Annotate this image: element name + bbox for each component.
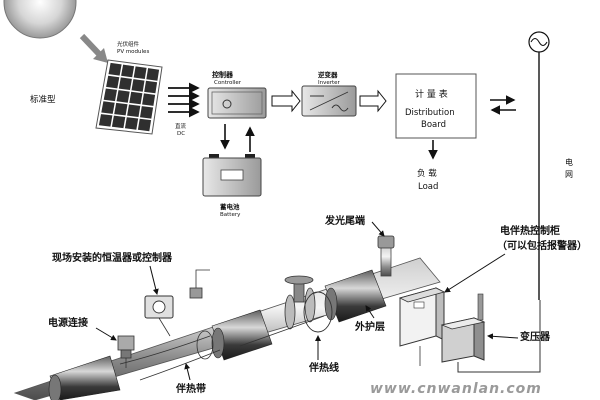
meter-grid-arrows bbox=[490, 95, 516, 115]
pv-cell bbox=[142, 93, 156, 106]
pv-cell bbox=[118, 77, 132, 90]
controller-battery-arrows bbox=[220, 124, 255, 152]
meter-label-cn: 计 量 表 bbox=[415, 88, 448, 100]
standard-type-label: 标准型 bbox=[30, 94, 56, 105]
grid-label-line2: 网 bbox=[565, 170, 573, 179]
pv-cell bbox=[98, 114, 113, 127]
heat-tape-label: 伴热带 bbox=[175, 382, 206, 395]
pv-cell bbox=[116, 90, 130, 103]
ac-sine-icon bbox=[528, 31, 550, 53]
power-connection-label: 电源连接 bbox=[48, 316, 88, 329]
control-cabinet-label-line2: （可以包括报警器） bbox=[497, 239, 587, 252]
inverter-to-meter-arrow-icon bbox=[359, 89, 387, 113]
inverter-label-en: Inverter bbox=[318, 80, 341, 86]
pv-cell bbox=[129, 91, 143, 105]
pv-cell bbox=[121, 64, 135, 78]
inverter-box bbox=[301, 85, 357, 117]
pv-cell bbox=[106, 75, 120, 89]
pv-cell bbox=[140, 106, 154, 119]
inverter-label-cn: 逆变器 bbox=[318, 70, 338, 79]
controller-box bbox=[207, 87, 267, 119]
watermark-text: www.cnwanlan.com bbox=[370, 381, 542, 397]
meter-label-en-line1: Distribution bbox=[405, 108, 455, 118]
dc-label-en: DC bbox=[177, 131, 185, 137]
thermostat-device bbox=[144, 269, 210, 337]
controller-label-cn: 控制器 bbox=[212, 70, 234, 79]
grid-label-line1: 电 bbox=[565, 157, 573, 167]
pv-to-controller-arrows bbox=[168, 82, 200, 118]
pv-label-cn: 光伏组件 bbox=[117, 40, 140, 48]
pv-cell bbox=[137, 118, 152, 132]
pv-cell bbox=[146, 68, 160, 81]
pv-cell bbox=[114, 102, 128, 116]
sun-icon bbox=[3, 0, 77, 39]
control-cabinet-label-line1: 电伴热控制柜 bbox=[500, 224, 560, 237]
pv-cell bbox=[144, 80, 158, 94]
thermostat-label: 现场安装的恒温器或控制器 bbox=[52, 251, 173, 264]
pv-module-panel bbox=[95, 59, 163, 135]
sun-ray-arrow-icon bbox=[79, 33, 108, 63]
glow-end-label: 发光尾端 bbox=[324, 214, 365, 227]
pv-cell bbox=[133, 66, 147, 79]
outer-layer-label: 外护层 bbox=[354, 320, 385, 333]
dc-label-cn: 直流 bbox=[175, 122, 187, 130]
transformer-label: 变压器 bbox=[520, 330, 551, 343]
pv-cell bbox=[103, 88, 117, 102]
load-label-cn: 负 载 bbox=[417, 168, 437, 179]
pv-label-en: PV modules bbox=[117, 49, 149, 55]
pv-cell bbox=[131, 79, 145, 92]
heat-cable-label: 伴热线 bbox=[308, 361, 339, 374]
pipe-assembly bbox=[13, 235, 441, 400]
control-cabinet bbox=[398, 287, 446, 366]
controller-label-en: Controller bbox=[214, 80, 242, 86]
load-label-en: Load bbox=[418, 182, 438, 192]
pv-cell bbox=[124, 117, 139, 130]
distribution-board-box: 计 量 表 Distribution Board bbox=[395, 73, 477, 139]
battery-box bbox=[202, 154, 262, 197]
battery-label-cn: 蓄电池 bbox=[220, 202, 240, 211]
power-connection-box bbox=[117, 335, 135, 368]
controller-to-inverter-arrow-icon bbox=[271, 89, 301, 113]
pv-cell bbox=[127, 104, 141, 117]
pv-cell bbox=[101, 101, 115, 114]
meter-label-en-line2: Board bbox=[421, 120, 446, 130]
transformer-box bbox=[440, 293, 541, 373]
pv-cell bbox=[111, 115, 126, 129]
pv-cell bbox=[108, 62, 122, 76]
battery-label-en: Battery bbox=[220, 212, 241, 218]
